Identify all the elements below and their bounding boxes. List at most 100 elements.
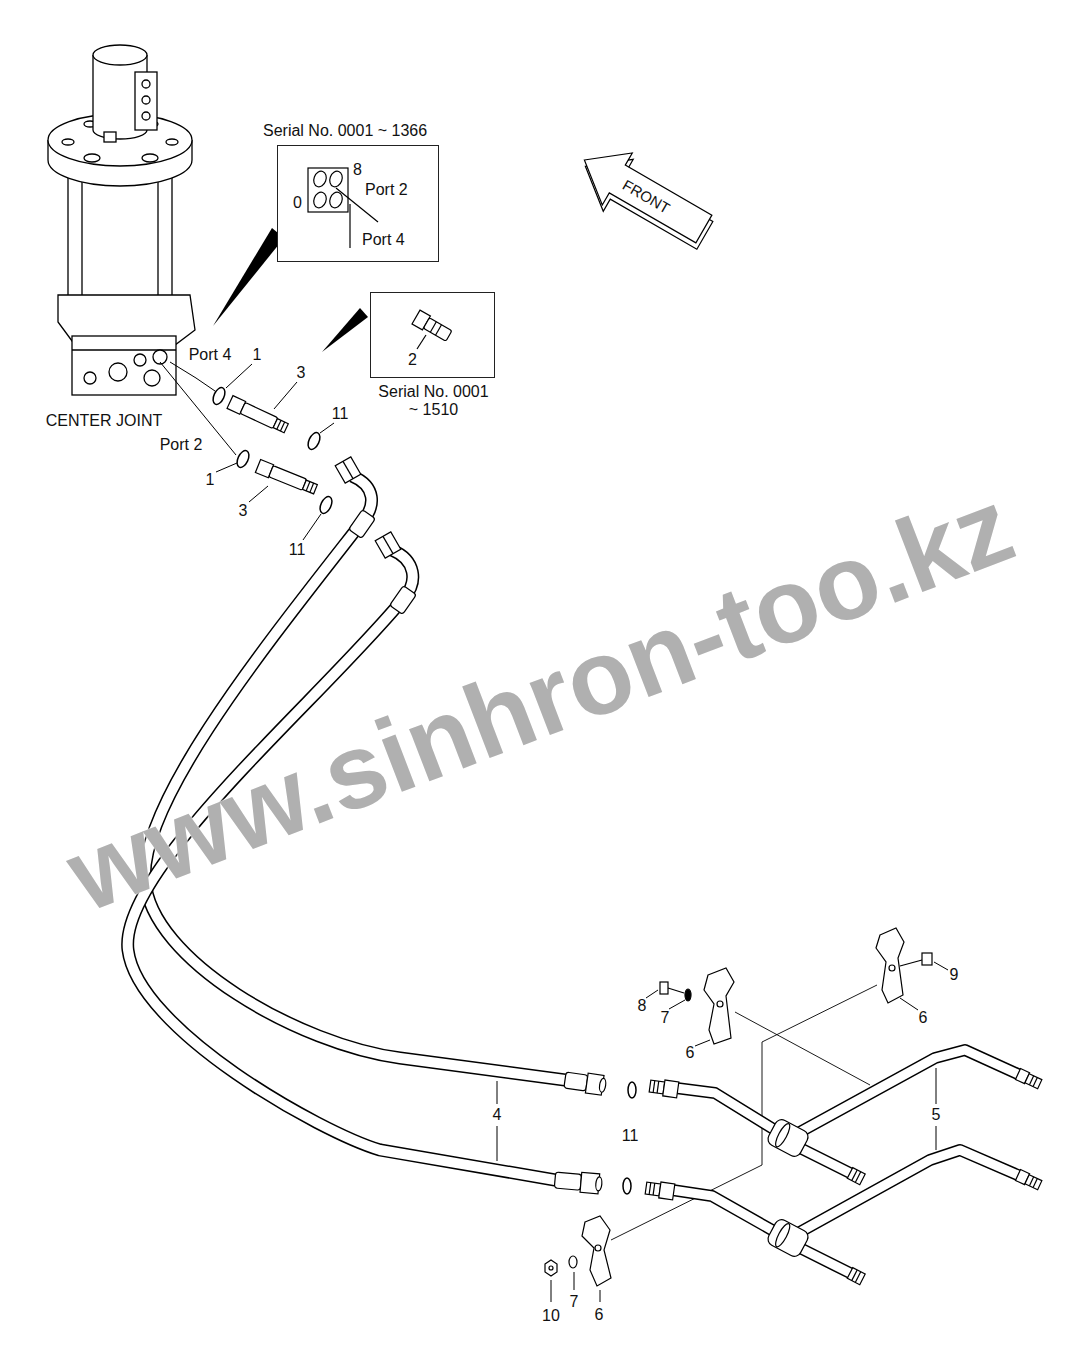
adapter-fitting <box>310 483 314 492</box>
hose-fitting <box>343 461 353 478</box>
adapter-fitting <box>227 396 318 496</box>
pipe-clamp <box>595 1245 601 1251</box>
pipe-fitting <box>773 1222 792 1249</box>
callout-number: 2 <box>408 351 417 369</box>
pipe-fitting <box>657 1081 659 1093</box>
pipe-fitting <box>649 1080 665 1094</box>
callout-number: 1 <box>253 346 262 364</box>
bolt-washer-nut <box>545 953 932 1276</box>
port-number: 0 <box>293 194 302 212</box>
pipe-fitting <box>773 1122 792 1149</box>
pipe-fitting <box>1029 1076 1033 1085</box>
callout-number: 6 <box>595 1306 604 1324</box>
hose-fitting <box>375 532 401 558</box>
part-name: CENTER JOINT <box>46 412 162 430</box>
pipe-fitting <box>855 1172 860 1183</box>
hose-fitting <box>564 1072 588 1091</box>
callout-number: 11 <box>289 541 306 559</box>
hose-fitting <box>390 586 417 615</box>
adapter-fitting <box>227 396 289 435</box>
hose-fitting <box>595 1177 602 1191</box>
bolt-washer-nut <box>569 1256 577 1268</box>
o-ring <box>623 1178 631 1194</box>
o-ring <box>628 1082 636 1098</box>
callout-number: 7 <box>661 1009 670 1027</box>
leader-line <box>669 1000 685 1009</box>
serial-range: Serial No. 0001 ~ 1366 <box>263 122 427 140</box>
assembly-line <box>611 1165 762 1240</box>
center-joint <box>104 132 116 142</box>
pipe-fitting <box>847 1168 865 1185</box>
inset-pointer <box>322 308 368 352</box>
hose-fitting <box>564 1070 607 1096</box>
steel-pipe <box>672 1050 1020 1274</box>
adapter-fitting <box>306 482 310 491</box>
port-number: 8 <box>353 161 362 179</box>
pipe-clamp <box>582 928 904 1286</box>
pipe-fitting <box>663 1080 679 1098</box>
arrow-outline <box>569 134 719 255</box>
pipe-fitting <box>653 1081 655 1093</box>
adapter-fitting <box>273 419 288 433</box>
center-joint <box>144 370 160 386</box>
pipe-fitting <box>852 1170 857 1181</box>
bolt-washer-nut <box>900 960 922 966</box>
serial-inset-box-shape <box>371 293 496 379</box>
hose-fitting <box>335 457 361 483</box>
pipe-clamp <box>876 928 904 1003</box>
pipe-fitting <box>1029 1177 1033 1186</box>
leader-line <box>226 364 252 388</box>
center-joint <box>153 350 167 364</box>
center-joint <box>157 165 158 295</box>
port-plate <box>308 168 348 212</box>
pipe-clamp <box>704 968 734 1044</box>
leader-line <box>216 463 237 472</box>
pipe-fitting <box>847 1168 865 1185</box>
leader-line <box>900 998 918 1010</box>
center-joint <box>134 354 146 366</box>
adapter-fitting <box>269 466 307 491</box>
leader-line <box>497 1081 498 1104</box>
leader-line <box>695 1040 710 1046</box>
hose-fitting <box>383 536 393 553</box>
serial-inset-box: Serial No. 0001 ~ 13668Port 20Port 4 <box>277 145 439 262</box>
center-joint <box>62 139 74 145</box>
leader-line <box>303 514 321 540</box>
callout-number: 6 <box>919 1009 928 1027</box>
port-name: Port 4 <box>189 346 232 364</box>
port-hole <box>312 190 329 209</box>
hose-fitting <box>349 510 376 539</box>
leader-line <box>349 204 350 248</box>
leader-line <box>600 1290 601 1302</box>
pipe-fitting <box>645 1069 1042 1285</box>
adapter-fitting <box>280 422 284 431</box>
port-name: Port 4 <box>362 231 405 249</box>
center-joint <box>142 96 150 104</box>
fitting-figure <box>412 310 453 349</box>
leader-line <box>417 335 426 349</box>
center-joint <box>142 80 150 88</box>
hose-fitting <box>349 510 376 539</box>
pipe-clamp <box>582 1216 611 1286</box>
center-joint <box>81 165 82 295</box>
center-joint <box>109 363 127 381</box>
callout-number: 1 <box>206 471 215 489</box>
pipe-fitting <box>766 1117 811 1159</box>
callout-number: 9 <box>950 966 959 984</box>
adapter-fitting <box>240 402 278 428</box>
hose-fitting <box>599 1078 607 1093</box>
hose-fitting <box>554 1170 603 1194</box>
leader-line <box>160 362 236 455</box>
leader-line <box>274 382 297 409</box>
leader-line <box>936 1068 937 1104</box>
pipe-clamp <box>889 965 895 971</box>
fitting-body <box>423 318 452 341</box>
pipe-fitting <box>645 1182 661 1196</box>
center-joint <box>93 45 147 65</box>
inset-pointer <box>213 228 284 326</box>
center-joint <box>166 139 178 145</box>
pipe-fitting <box>1015 1069 1042 1090</box>
hose-fitting <box>390 586 417 615</box>
callout-number: 10 <box>542 1307 560 1325</box>
